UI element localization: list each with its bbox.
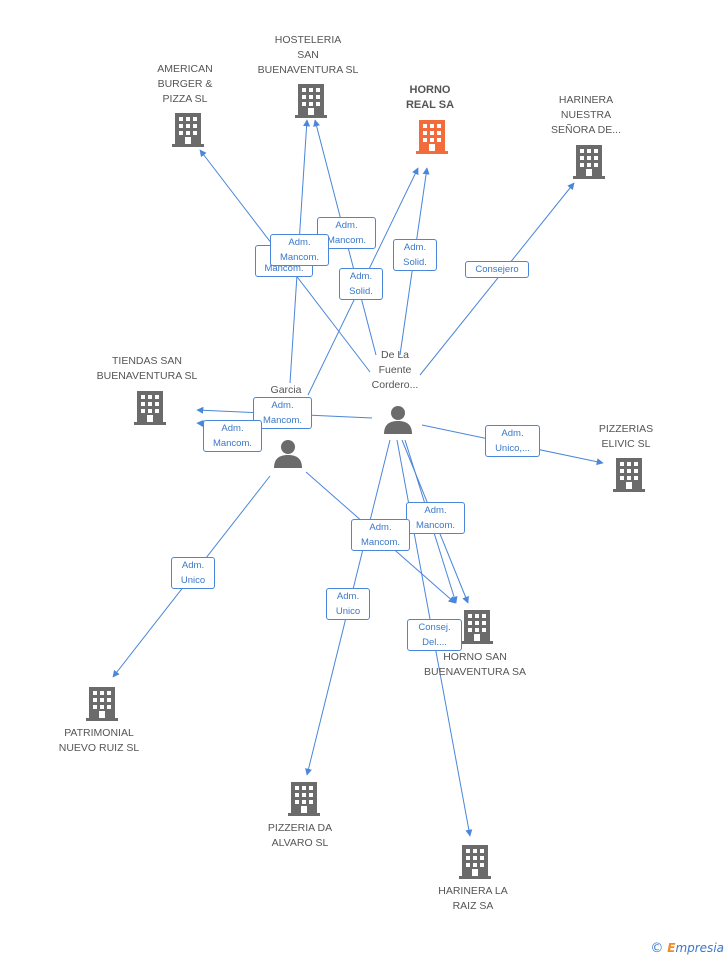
- building-icon[interactable]: [459, 845, 491, 879]
- label-tiendas: TIENDAS SAN BUENAVENTURA SL: [96, 355, 198, 382]
- building-icon[interactable]: [86, 687, 118, 721]
- label-garcia: Garcia: [270, 384, 302, 396]
- edge-label-adm-mancom[interactable]: Adm. Mancom.: [406, 502, 465, 534]
- edge-label-consejero[interactable]: Consejero: [465, 261, 529, 278]
- edge-label-adm-mancom[interactable]: Adm. Mancom.: [203, 420, 262, 452]
- building-icon-highlight[interactable]: [416, 120, 448, 154]
- edge-label-adm-unico[interactable]: Adm. Unico,...: [485, 425, 540, 457]
- label-patrimonial: PATRIMONIAL NUEVO RUIZ SL: [58, 727, 140, 754]
- brand-name: mpresia: [675, 941, 724, 955]
- building-icon[interactable]: [613, 458, 645, 492]
- building-icon[interactable]: [461, 610, 493, 644]
- person-icon[interactable]: [383, 404, 413, 434]
- edge-label-adm-mancom[interactable]: Adm. Mancom.: [253, 397, 312, 429]
- label-horno-real: HORNO REAL SA: [405, 84, 455, 111]
- label-hosteleria: HOSTELERIA SAN BUENAVENTURA SL: [257, 34, 359, 76]
- label-harinera-raiz: HARINERA LA RAIZ SA: [438, 885, 508, 912]
- label-horno-san: HORNO SAN BUENAVENTURA SA: [424, 651, 526, 678]
- edge-label-adm-solid[interactable]: Adm. Solid.: [393, 239, 437, 271]
- brand-logo[interactable]: © Empresia: [650, 941, 724, 956]
- building-icon[interactable]: [295, 84, 327, 118]
- building-icon[interactable]: [573, 145, 605, 179]
- label-delafuente: De La Fuente Cordero...: [371, 349, 419, 391]
- building-icon[interactable]: [172, 113, 204, 147]
- edge-label-adm-solid[interactable]: Adm. Solid.: [339, 268, 383, 300]
- label-pizzerias: PIZZERIAS ELIVIC SL: [598, 423, 654, 450]
- edge-label-adm-unico[interactable]: Adm. Unico: [326, 588, 370, 620]
- building-icon[interactable]: [288, 782, 320, 816]
- label-harinera-nuestra: HARINERA NUESTRA SEÑORA DE...: [550, 94, 622, 136]
- label-pizzeria-alvaro: PIZZERIA DA ALVARO SL: [267, 822, 333, 849]
- copyright-symbol: ©: [650, 941, 664, 956]
- brand-e: E: [667, 941, 676, 955]
- label-american: AMERICAN BURGER & PIZZA SL: [157, 63, 213, 105]
- edge-label-consej-del[interactable]: Consej. Del....: [407, 619, 462, 651]
- person-icon[interactable]: [273, 438, 303, 468]
- building-icon[interactable]: [134, 391, 166, 425]
- edge-label-adm-unico[interactable]: Adm. Unico: [171, 557, 215, 589]
- edge-label-adm-mancom[interactable]: Adm. Mancom.: [351, 519, 410, 551]
- edge-delafuente-harinera-nuestra: [419, 182, 575, 376]
- edge-label-adm-mancom[interactable]: Adm. Mancom.: [270, 234, 329, 266]
